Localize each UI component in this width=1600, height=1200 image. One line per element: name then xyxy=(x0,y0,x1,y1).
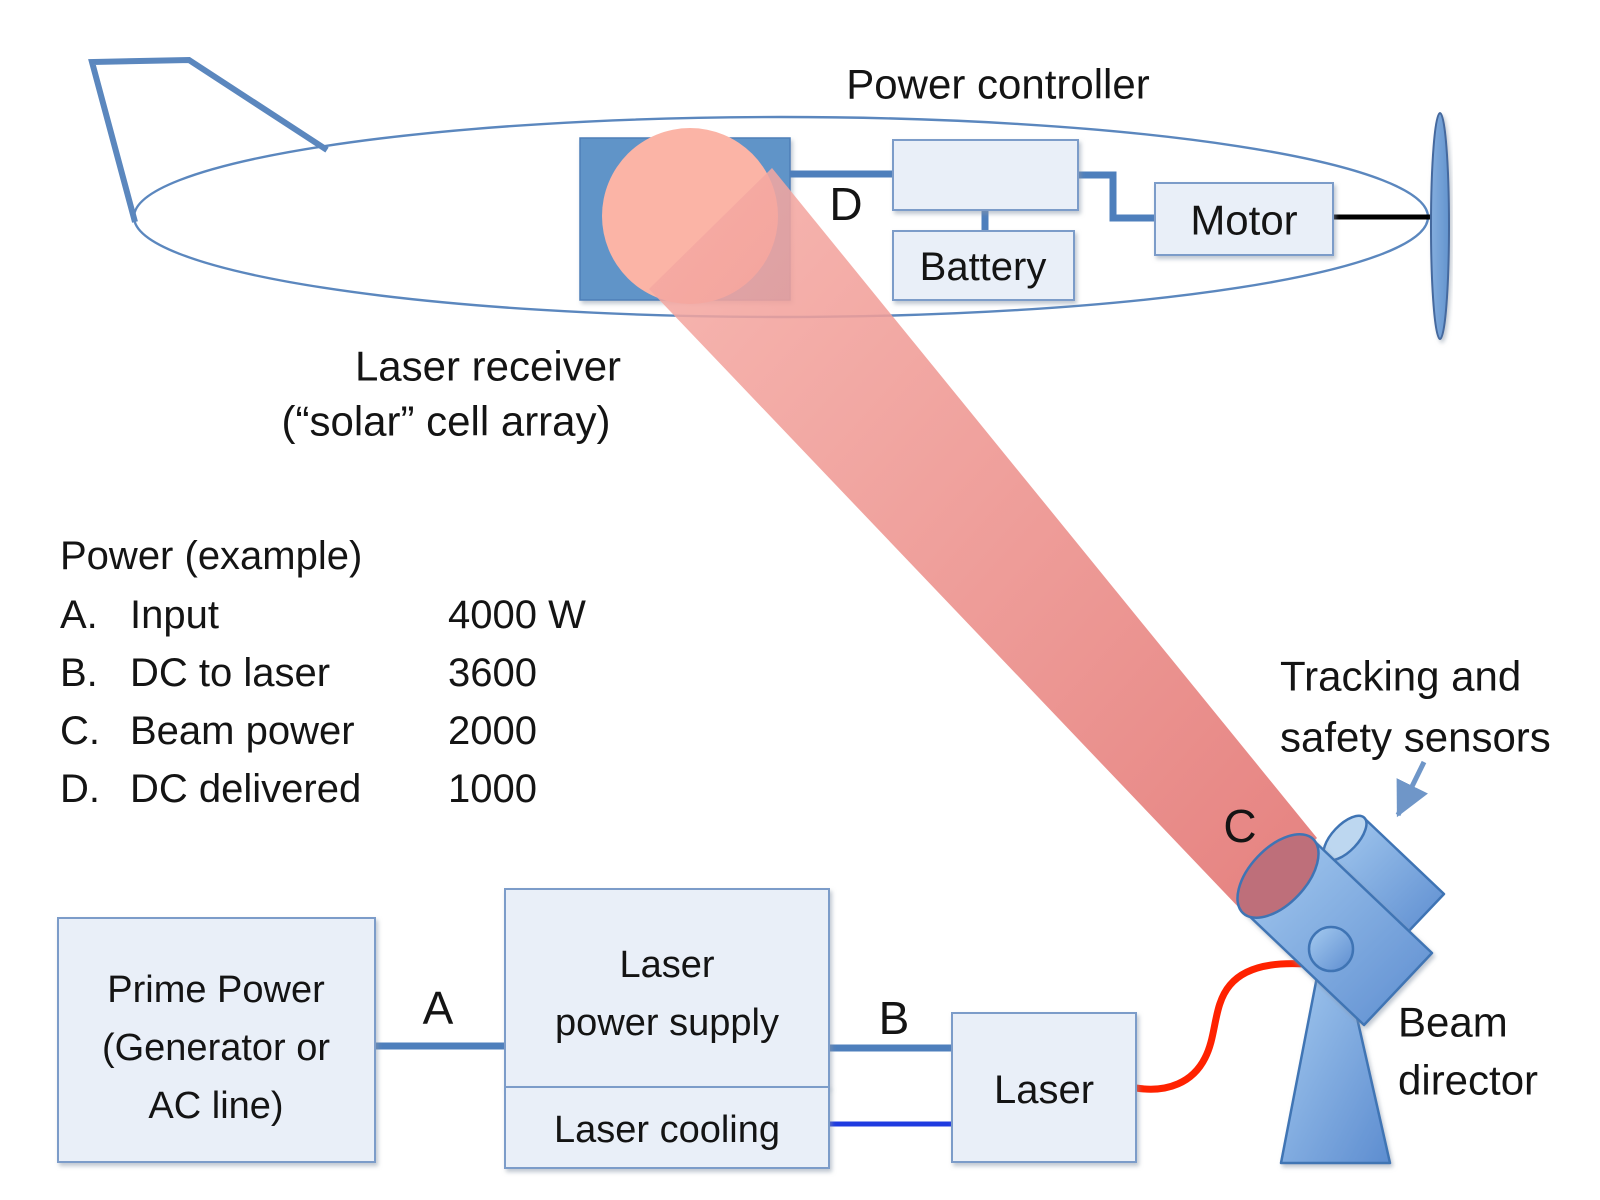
laser-power-supply-box xyxy=(504,888,830,1088)
battery-box xyxy=(892,230,1075,301)
laser-beam xyxy=(649,168,1317,912)
laser-box xyxy=(951,1012,1137,1163)
power-controller-label: Power controller xyxy=(846,61,1149,108)
row-d-name: DC delivered xyxy=(130,767,361,811)
row-d-value: 1000 xyxy=(448,767,537,811)
receiver-caption-line2: (“solar” cell array) xyxy=(281,398,610,445)
point-c-label: C xyxy=(1223,800,1256,852)
prime-power-box xyxy=(57,917,376,1163)
prime-power-line1: Prime Power xyxy=(107,969,325,1011)
laser-cooling-box xyxy=(504,1086,830,1169)
point-a-label: A xyxy=(423,982,454,1034)
row-b-name: DC to laser xyxy=(130,651,330,695)
tail-fin-outline xyxy=(88,56,329,223)
row-d-letter: D. xyxy=(60,767,100,811)
controller-to-motor-wire xyxy=(1078,171,1155,222)
point-d-label: D xyxy=(829,178,862,230)
row-b-value: 3600 xyxy=(448,651,537,695)
row-a-letter: A. xyxy=(60,593,98,637)
battery-label: Battery xyxy=(920,245,1047,289)
prime-power-line3: AC line) xyxy=(148,1085,283,1127)
motor-box xyxy=(1154,182,1334,256)
beam-director-line2: director xyxy=(1398,1057,1538,1104)
propeller-blade xyxy=(1430,112,1450,340)
point-b-label: B xyxy=(879,992,910,1044)
row-c-letter: C. xyxy=(60,709,100,753)
row-a-value: 4000 W xyxy=(448,593,586,637)
director-mount-knob xyxy=(1307,925,1355,973)
laser-power-supply-line1: Laser xyxy=(619,944,714,986)
motor-label: Motor xyxy=(1190,197,1297,244)
power-controller-box xyxy=(892,139,1079,211)
main-tube-aperture xyxy=(1236,832,1320,920)
laser-cooling-label: Laser cooling xyxy=(554,1109,780,1151)
row-a-name: Input xyxy=(130,593,219,637)
tracking-line2: safety sensors xyxy=(1280,714,1551,761)
laser-label: Laser xyxy=(994,1068,1094,1112)
row-c-name: Beam power xyxy=(130,709,355,753)
beam-director-line1: Beam xyxy=(1398,999,1508,1046)
tracking-line1: Tracking and xyxy=(1280,653,1521,700)
laser-power-supply-line2: power supply xyxy=(555,1002,779,1044)
row-c-value: 2000 xyxy=(448,709,537,753)
receiver-caption-line1: Laser receiver xyxy=(355,343,621,390)
power-table-rows: A. Input 4000 W B. DC to laser 3600 C. B… xyxy=(60,593,586,811)
prime-power-line2: (Generator or xyxy=(102,1027,330,1069)
tracking-arrow xyxy=(1395,760,1429,818)
row-b-letter: B. xyxy=(60,651,98,695)
fiber-optic-cable xyxy=(1132,960,1309,1093)
power-table-heading: Power (example) xyxy=(60,534,362,578)
